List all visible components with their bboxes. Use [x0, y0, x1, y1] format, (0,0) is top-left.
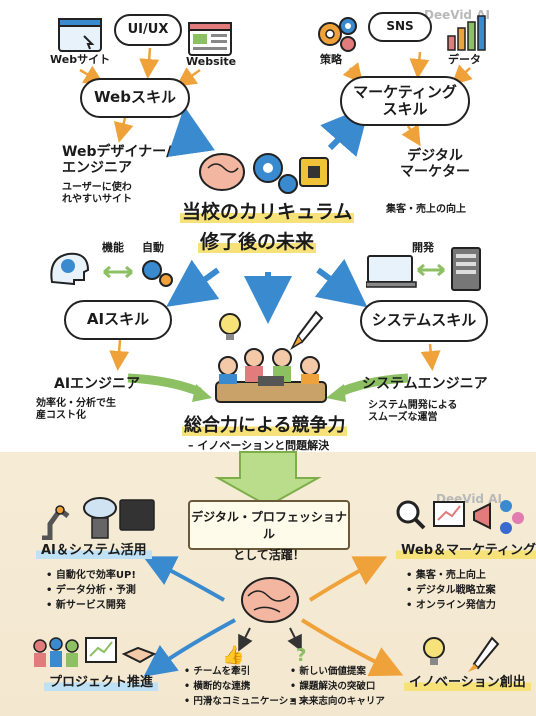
bulb-rocket-icons — [423, 636, 500, 672]
ai-system-title: AI＆システム活用 — [36, 542, 152, 559]
system-engineer-role: システムエンジニア — [362, 376, 488, 392]
digital-marketer-desc: 集客・売上の向上 — [386, 204, 466, 215]
label-auto: 自動 — [142, 241, 164, 254]
bar-chart-icon — [447, 15, 486, 51]
innovation-title: イノベーション創出 — [404, 674, 531, 691]
ai-system-list: 自動化で効率UP! データ分析・予測 新サービス開発 — [46, 568, 136, 613]
label-dev: 開発 — [412, 241, 434, 254]
value-list: 新しい価値提案 課題解決の突破口 未来志向のキャリア — [290, 664, 385, 709]
center-title-line1: 当校のカリキュラム — [180, 201, 355, 223]
system-engineer-desc: システム開発による スムーズな運営 — [368, 400, 458, 423]
label-website-en: Website — [186, 55, 237, 68]
green-arrows — [127, 373, 409, 397]
search-board-megaphone-icons — [396, 500, 524, 534]
ai-engineer-role: AIエンジニア — [54, 376, 141, 392]
ai-head-icon — [50, 252, 90, 286]
marketing-skill-cloud: マーケティング スキル — [340, 76, 470, 126]
browser-icon — [58, 18, 102, 52]
brain-gear-chip-icon — [199, 153, 329, 194]
web-designer-desc: ユーザーに使わ れやすいサイト — [62, 182, 132, 205]
ai-system-item-2: 新サービス開発 — [46, 598, 136, 613]
value-item-0: 新しい価値提案 — [290, 664, 385, 679]
digital-marketer-role: デジタル マーケター — [400, 148, 470, 181]
label-strategy: 策略 — [320, 53, 342, 66]
web-marketing-item-1: デジタル戦略立案 — [406, 583, 496, 598]
ai-system-item-0: 自動化で効率UP! — [46, 568, 136, 583]
label-function: 機能 — [102, 241, 124, 254]
question-icon: ? — [296, 645, 307, 666]
watermark-top: DeeVid AI — [424, 8, 490, 22]
uiux-bubble: UI/UX — [114, 14, 182, 46]
team-item-2: 円滑なコミュニケーション — [184, 694, 307, 709]
banner-line2: として活躍！ — [233, 548, 305, 562]
arrow-gears-icon — [103, 260, 173, 287]
team-item-1: 横断的な連携 — [184, 679, 307, 694]
gears-icon — [318, 17, 357, 52]
web-skill-cloud: Webスキル — [80, 78, 190, 118]
center-title-line2: 修了後の未来 — [198, 231, 317, 253]
ai-system-item-1: データ分析・予測 — [46, 583, 136, 598]
value-item-2: 未来志向のキャリア — [290, 694, 385, 709]
team-chart-handshake-icons — [33, 637, 157, 667]
banner-line1: デジタル・プロフェッショナル — [191, 510, 347, 541]
web-marketing-item-0: 集客・売上向上 — [406, 568, 496, 583]
ai-skill-cloud: AIスキル — [64, 300, 172, 340]
sns-bubble: SNS — [368, 12, 432, 42]
system-skill-cloud: システムスキル — [360, 300, 488, 342]
value-item-1: 課題解決の突破口 — [290, 679, 385, 694]
laptop-server-icon — [366, 247, 481, 291]
label-data: データ — [448, 53, 481, 66]
team-list: チームを牽引 横断的な連携 円滑なコミュニケーション — [184, 664, 307, 709]
brain-icon — [241, 577, 299, 623]
ai-engineer-desc: 効率化・分析で生 産コスト化 — [36, 398, 116, 421]
competitiveness-subtitle: – イノベーションと問題解決 — [188, 439, 330, 452]
team-illustration — [215, 310, 327, 403]
competitiveness-title: 総合力による競争力 — [182, 415, 348, 436]
thumbs-up-icon: 👍 — [222, 645, 245, 666]
web-marketing-item-2: オンライン発信力 — [406, 598, 496, 613]
label-web-site: Webサイト — [50, 53, 111, 66]
web-marketing-title: Web＆マーケティング — [396, 542, 536, 559]
down-arrow — [214, 451, 322, 508]
layout-icon — [188, 22, 232, 56]
web-marketing-list: 集客・売上向上 デジタル戦略立案 オンライン発信力 — [406, 568, 496, 613]
project-title: プロジェクト推進 — [44, 674, 159, 691]
team-item-0: チームを牽引 — [184, 664, 307, 679]
robot-cloud-server-icons — [42, 497, 155, 540]
pro-banner: デジタル・プロフェッショナル として活躍！ — [188, 500, 350, 562]
web-designer-role: Webデザイナー/ エンジニア — [62, 144, 172, 177]
